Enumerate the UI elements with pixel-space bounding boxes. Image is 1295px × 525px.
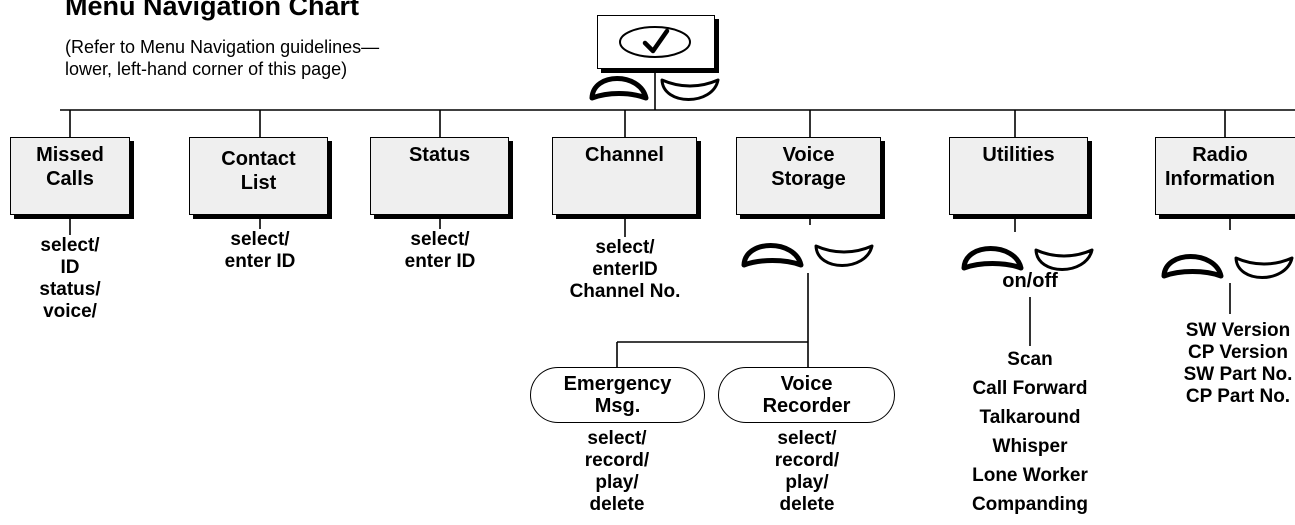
utility-item: Whisper [992,436,1068,457]
soft-keys-root [589,76,720,101]
status-options: select/ enter ID [375,229,505,273]
option-text: delete [779,494,835,515]
option-text: record/ [584,450,650,471]
option-text: enter ID [224,251,296,272]
right-softkey-icon [660,78,720,101]
utilities-list: Scan Call Forward Talkaround Whisper Lon… [945,345,1115,519]
utility-item: Talkaround [979,407,1081,428]
root-menu-key [597,15,715,69]
radio-info-item: CP Version [1188,342,1288,363]
option-text: record/ [774,450,840,471]
menu-box-channel: Channel [552,137,697,215]
right-softkey-icon [814,244,874,267]
right-softkey-icon [1234,256,1294,279]
voice-recorder-actions: select/ record/ play/ delete [747,428,867,516]
utilities-toggle-label: on/off [1002,270,1058,292]
menu-box-utilities: Utilities [949,137,1088,215]
option-text: voice/ [43,301,97,322]
contact-list-options: select/ enter ID [195,229,325,273]
option-text: enterID [592,259,658,280]
menu-box-label: Contact [221,148,296,170]
option-voice-recorder: Voice Recorder [718,367,895,423]
option-text: select/ [40,235,100,256]
option-text: select/ [587,428,647,449]
menu-box-label: Voice [782,144,835,166]
soft-keys-radio-information [1161,254,1294,279]
subtitle-line: lower, left-hand corner of this page) [65,59,348,79]
checkmark-icon [619,26,691,58]
menu-box-label: Utilities [982,144,1055,166]
option-text: ID [60,257,80,278]
option-text: play/ [785,472,829,493]
menu-box-label: Radio [1192,144,1248,166]
subtitle-line: (Refer to Menu Navigation guidelines— [65,37,380,57]
left-softkey-icon [589,76,649,101]
option-emergency-msg: Emergency Msg. [530,367,705,423]
radio-info-item: CP Part No. [1185,386,1291,407]
soft-keys-utilities [961,246,1094,271]
option-text: select/ [230,229,290,250]
menu-box-label: Channel [585,144,664,166]
channel-options: select/ enterID Channel No. [555,237,695,303]
utility-item: Scan [1007,349,1053,370]
radio-info-item: SW Part No. [1183,364,1293,385]
radio-info-item: SW Version [1185,320,1291,341]
menu-box-label: List [240,172,277,194]
option-text: select/ [777,428,837,449]
right-softkey-icon [1034,248,1094,271]
option-label: Emergency [563,373,672,395]
soft-keys-voice-storage [741,243,874,268]
radio-information-list: SW Version CP Version SW Part No. CP Par… [1168,320,1295,408]
utility-item: Lone Worker [972,465,1088,486]
page-subtitle: (Refer to Menu Navigation guidelines— lo… [65,36,379,80]
menu-box-label: Information [1165,168,1275,190]
option-label: Voice [780,373,833,395]
option-text: Channel No. [569,281,681,302]
menu-box-status: Status [370,137,509,215]
missed-calls-options: select/ ID status/ voice/ [20,235,120,323]
left-softkey-icon [741,243,804,268]
menu-box-label: Missed [36,144,104,166]
menu-box-label: Status [408,144,471,166]
utility-item: Companding [971,494,1089,515]
option-text: delete [589,494,645,515]
option-label: Msg. [594,395,641,417]
option-text: select/ [410,229,470,250]
option-label: Recorder [762,395,851,417]
option-text: select/ [595,237,655,258]
menu-box-label: Storage [771,168,846,190]
left-softkey-icon [961,246,1024,271]
option-text: enter ID [404,251,476,272]
utility-item: Call Forward [972,378,1088,399]
option-text: status/ [39,279,101,300]
emergency-msg-actions: select/ record/ play/ delete [557,428,677,516]
page-title: Menu Navigation Chart [65,0,360,21]
left-softkey-icon [1161,254,1224,279]
menu-box-label: Calls [46,168,94,190]
option-text: play/ [595,472,639,493]
